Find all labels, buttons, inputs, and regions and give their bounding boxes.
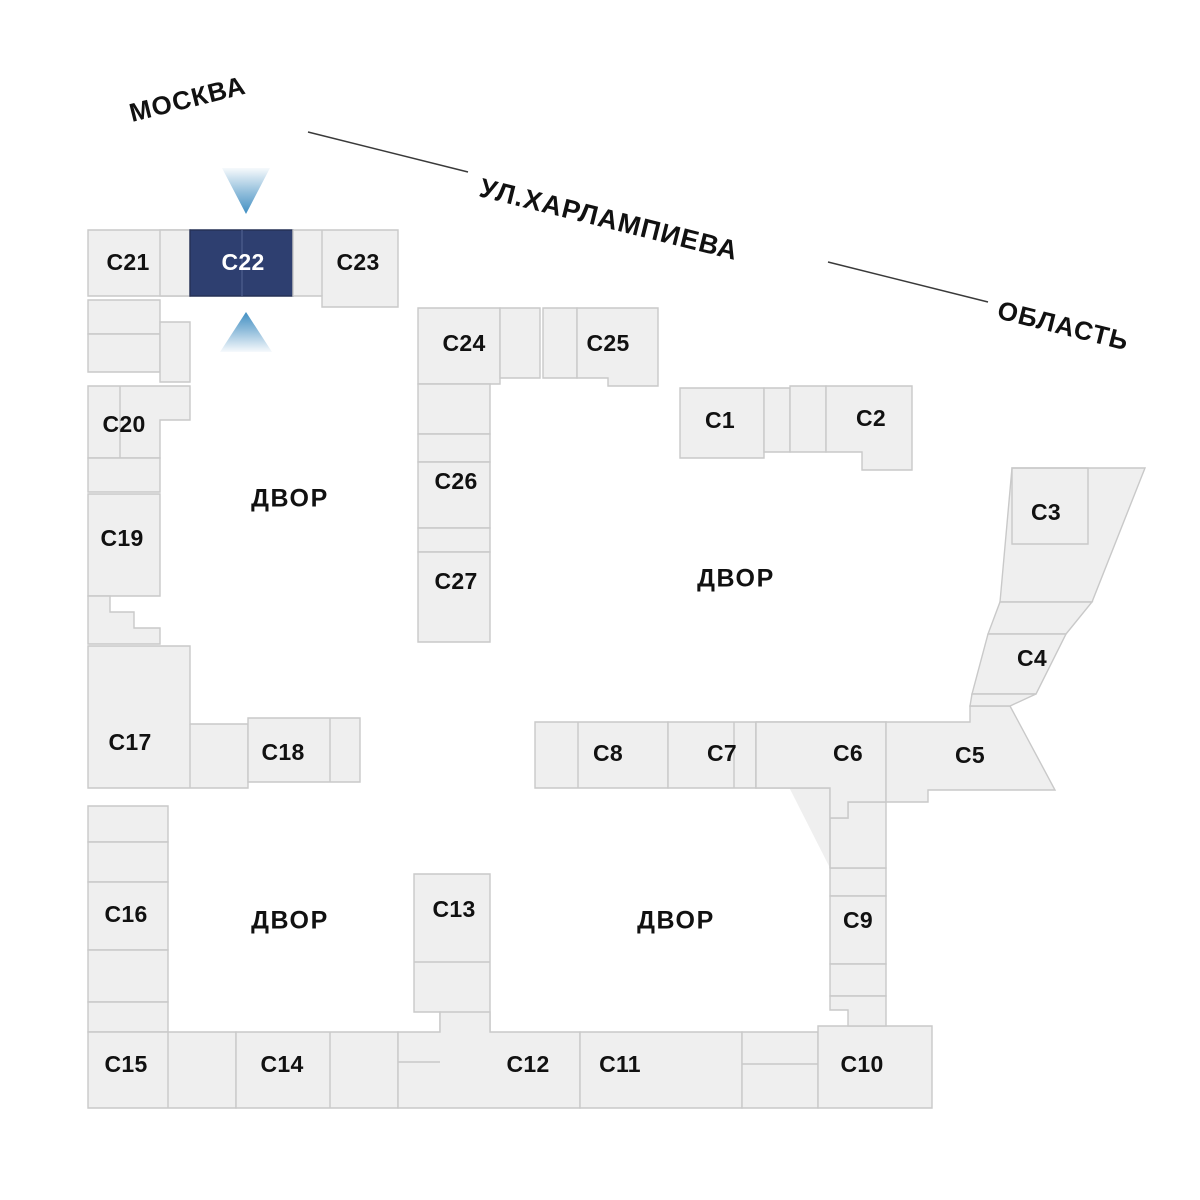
section-C26-upper-strip[interactable] bbox=[417, 383, 491, 435]
section-C15[interactable]: C15 bbox=[87, 1031, 237, 1109]
section-C13[interactable]: C13 bbox=[413, 873, 491, 1033]
section-C10-west-annex[interactable] bbox=[741, 1031, 819, 1109]
section-label-C21: C21 bbox=[106, 249, 149, 275]
section-C17[interactable]: C17 bbox=[87, 645, 249, 789]
section-label-C3: C3 bbox=[1031, 499, 1061, 525]
section-C3-parcel[interactable]: C3 bbox=[999, 467, 1147, 603]
section-label-C11: C11 bbox=[599, 1051, 641, 1077]
section-C7[interactable]: C7 bbox=[667, 721, 757, 789]
section-C16-lower-strip[interactable] bbox=[87, 949, 169, 1003]
courtyard-label-nw: ДВОР bbox=[251, 485, 329, 513]
section-C1[interactable]: C1 bbox=[679, 387, 765, 459]
section-C11[interactable]: C11 bbox=[579, 1031, 743, 1109]
section-C1-annex[interactable] bbox=[763, 387, 791, 453]
section-C26-strip-2[interactable] bbox=[417, 433, 491, 463]
section-C4[interactable]: C4 bbox=[971, 633, 1068, 695]
section-label-C4: C4 bbox=[1017, 645, 1047, 671]
section-label-C23: C23 bbox=[336, 249, 379, 275]
section-C10[interactable]: C10 bbox=[817, 1025, 933, 1109]
section-C8[interactable]: C8 bbox=[534, 721, 669, 789]
section-label-C22: C22 bbox=[221, 249, 264, 275]
section-C20-lower-strip[interactable] bbox=[87, 457, 161, 493]
section-label-C5: C5 bbox=[955, 742, 985, 768]
section-C4-lower[interactable] bbox=[969, 693, 1037, 707]
courtyard-label-se: ДВОР bbox=[637, 907, 715, 935]
section-C16-lower-strip-2[interactable] bbox=[87, 1001, 169, 1033]
section-C19[interactable]: C19 bbox=[87, 493, 161, 597]
section-C27[interactable]: C27 bbox=[417, 551, 491, 643]
section-C20-upper-annex[interactable] bbox=[159, 321, 191, 383]
section-C26[interactable]: C26 bbox=[417, 461, 491, 529]
section-C21-annex[interactable] bbox=[159, 229, 191, 297]
leader-line-moscow bbox=[307, 131, 469, 173]
section-label-C25: C25 bbox=[586, 330, 629, 356]
section-C9[interactable]: C9 bbox=[829, 895, 887, 965]
section-C24-annex[interactable] bbox=[499, 307, 541, 379]
courtyard-label-ne: ДВОР bbox=[697, 565, 775, 593]
section-C9-lower-strip[interactable] bbox=[829, 963, 887, 997]
section-label-C26: C26 bbox=[434, 468, 477, 494]
direction-label-oblast: ОБЛАСТЬ bbox=[995, 295, 1133, 357]
section-label-C16: C16 bbox=[104, 901, 147, 927]
section-C21-lower-strip[interactable] bbox=[87, 299, 161, 335]
section-C21-lower-strip-2[interactable] bbox=[87, 333, 161, 373]
section-label-C24: C24 bbox=[442, 330, 485, 356]
section-C2-west-annex[interactable] bbox=[789, 385, 827, 453]
section-label-C15: C15 bbox=[104, 1051, 147, 1077]
section-label-C10: C10 bbox=[840, 1051, 883, 1077]
section-C4-upper[interactable] bbox=[986, 601, 1094, 635]
section-label-C6: C6 bbox=[833, 740, 863, 766]
arrow-up-icon bbox=[220, 312, 272, 352]
section-label-C14: C14 bbox=[260, 1051, 303, 1077]
section-C2[interactable]: C2 bbox=[825, 385, 913, 471]
section-C9-base[interactable] bbox=[829, 995, 887, 1027]
section-label-C13: C13 bbox=[432, 896, 475, 922]
section-label-C9: C9 bbox=[843, 907, 873, 933]
arrow-down-icon bbox=[222, 168, 270, 214]
section-C24[interactable]: C24 bbox=[417, 307, 501, 385]
section-label-C1: C1 bbox=[705, 407, 735, 433]
section-C18[interactable]: C18 bbox=[247, 717, 361, 783]
section-C16[interactable]: C16 bbox=[87, 881, 169, 951]
street-label: УЛ.ХАРЛАМПИЕВА bbox=[477, 173, 742, 266]
section-label-C18: C18 bbox=[261, 739, 304, 765]
section-label-C8: C8 bbox=[593, 740, 623, 766]
section-label-C12: C12 bbox=[506, 1051, 549, 1077]
section-C20[interactable]: C20 bbox=[87, 385, 191, 459]
section-C23[interactable]: C23 bbox=[292, 229, 399, 308]
section-C25-west-annex[interactable] bbox=[542, 307, 578, 379]
section-C26-lower-strip[interactable] bbox=[417, 527, 491, 553]
section-label-C27: C27 bbox=[434, 568, 477, 594]
direction-label-moscow: МОСКВА bbox=[126, 70, 249, 128]
courtyard-label-sw: ДВОР bbox=[251, 907, 329, 935]
section-C17-lower-strip[interactable] bbox=[87, 805, 169, 843]
section-label-C17: C17 bbox=[108, 729, 151, 755]
section-C12[interactable]: C12 bbox=[397, 1011, 581, 1109]
section-C6[interactable]: C6 bbox=[755, 721, 887, 869]
section-label-C7: C7 bbox=[707, 740, 737, 766]
leader-line-oblast bbox=[827, 261, 989, 303]
section-C14[interactable]: C14 bbox=[235, 1031, 399, 1109]
section-C22[interactable]: C22 bbox=[189, 229, 294, 297]
section-C25[interactable]: C25 bbox=[576, 307, 659, 387]
section-C16-upper-strip[interactable] bbox=[87, 841, 169, 883]
section-label-C19: C19 bbox=[100, 525, 143, 551]
section-label-C2: C2 bbox=[856, 405, 886, 431]
section-C19-step[interactable] bbox=[87, 595, 161, 645]
section-C9-upper-strip[interactable] bbox=[829, 867, 887, 897]
section-label-C20: C20 bbox=[102, 411, 145, 437]
section-C5[interactable]: C5 bbox=[885, 705, 1057, 803]
